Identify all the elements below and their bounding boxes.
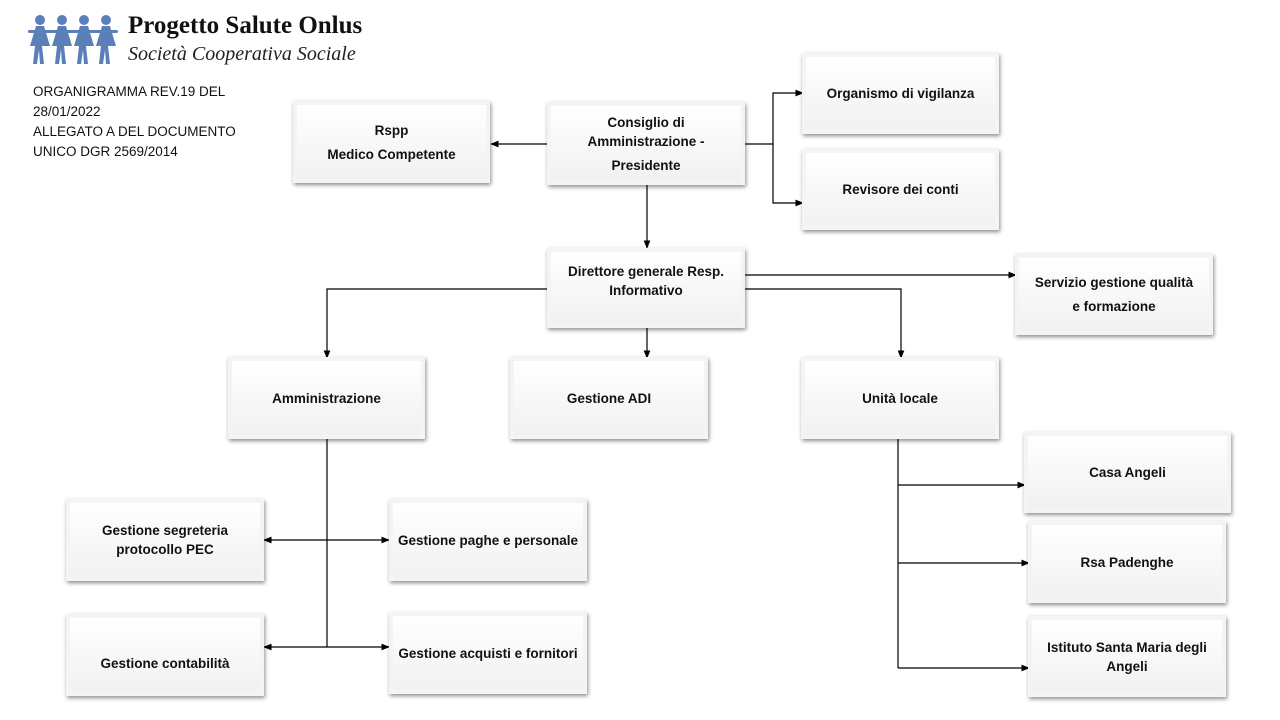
box-label: Casa Angeli — [1089, 465, 1166, 480]
box-label: Informativo — [609, 283, 683, 298]
box-consiglio-amministrazione: Consiglio di Amministrazione - President… — [547, 102, 745, 185]
box-label: Rsa Padenghe — [1080, 554, 1174, 570]
note-line: ORGANIGRAMMA REV.19 DEL — [33, 84, 226, 99]
box-label: Amministrazione — [272, 390, 381, 406]
box-label: Servizio gestione qualità — [1034, 275, 1194, 290]
box-label: Consiglio di — [607, 114, 685, 130]
edge-consiglio-revisore — [772, 144, 804, 207]
box-label: Amministrazione - — [587, 133, 705, 149]
box-label: e formazione — [1072, 299, 1156, 314]
box-revisore-conti: Revisore dei conti — [802, 149, 999, 230]
box-gestione-paghe: Gestione paghe e personale — [389, 499, 587, 581]
organization-subtitle: Società Cooperativa Sociale — [128, 43, 356, 65]
box-label: Gestione paghe e personale — [397, 532, 579, 548]
box-servizio-qualita: Servizio gestione qualità e formazione — [1015, 254, 1213, 335]
note-line: ALLEGATO A DEL DOCUMENTO — [33, 124, 236, 139]
box-istituto-santa-maria: Istituto Santa Maria degli Angeli — [1028, 616, 1226, 697]
box-gestione-adi: Gestione ADI — [510, 357, 708, 439]
edge-direttore-amministrazione — [323, 288, 550, 359]
box-label: Gestione acquisti e fornitori — [398, 645, 578, 661]
box-label: Gestione segreteria — [101, 523, 229, 538]
box-label: Unità locale — [862, 390, 938, 406]
box-gestione-acquisti: Gestione acquisti e fornitori — [389, 612, 587, 694]
box-label: Gestione ADI — [566, 390, 652, 406]
box-direttore-generale: Direttore generale Resp. Informativo — [547, 248, 745, 328]
box-label: Revisore dei conti — [842, 182, 959, 197]
box-organismo-vigilanza: Organismo di vigilanza — [802, 53, 999, 134]
organization-name: Progetto Salute Onlus — [128, 12, 363, 39]
box-label: Istituto Santa Maria degli — [1047, 639, 1207, 655]
box-label: Gestione contabilità — [100, 655, 230, 671]
edge-consiglio-vigilanza — [744, 89, 804, 145]
box-label: protocollo PEC — [116, 542, 214, 557]
box-label: Organismo di vigilanza — [826, 86, 975, 101]
note-line: 28/01/2022 — [33, 104, 101, 119]
box-amministrazione: Amministrazione — [228, 357, 425, 439]
box-unita-locale: Unità locale — [801, 357, 999, 439]
document-note: ORGANIGRAMMA REV.19 DEL 28/01/2022 ALLEG… — [33, 82, 263, 162]
box-label: Rspp — [374, 122, 409, 138]
box-casa-angeli: Casa Angeli — [1024, 432, 1231, 513]
box-gestione-segreteria: Gestione segreteria protocollo PEC — [66, 499, 264, 581]
box-rspp-medico-competente: Rspp Medico Competente — [293, 101, 490, 183]
box-label: Medico Competente — [327, 146, 456, 162]
box-label: Direttore generale Resp. — [567, 264, 725, 279]
note-line: UNICO DGR 2569/2014 — [33, 144, 178, 159]
edge-direttore-unita — [744, 288, 905, 359]
box-gestione-contabilita: Gestione contabilità — [66, 614, 264, 696]
logo-people-chain-icon — [28, 15, 118, 64]
box-label: Angeli — [1106, 658, 1148, 674]
box-rsa-padenghe: Rsa Padenghe — [1028, 521, 1226, 603]
box-label: Presidente — [611, 157, 681, 173]
